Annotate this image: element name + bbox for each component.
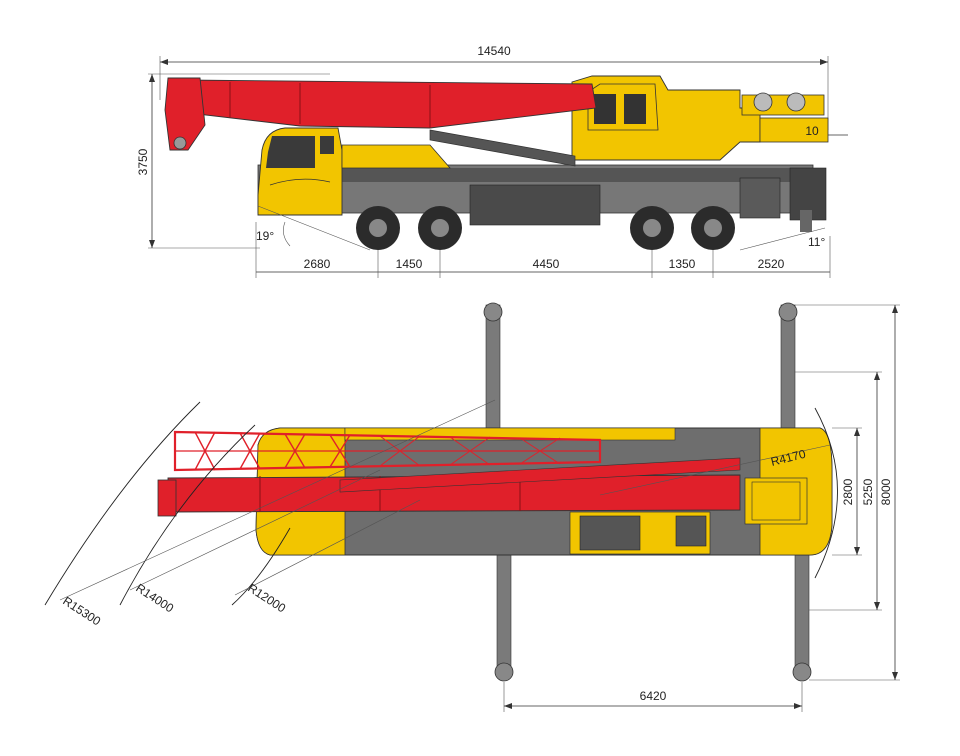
winch-top [744, 477, 808, 525]
cab-window [266, 136, 315, 168]
radius-arc-14000 [119, 424, 256, 606]
outrigger-pad-icon [792, 662, 812, 682]
segment-label: 1350 [669, 257, 696, 271]
approach-angle-label: 19° [256, 229, 274, 243]
segment-label: 4450 [533, 257, 560, 271]
lattice-jib [173, 430, 602, 472]
telescopic-boom [179, 79, 597, 129]
tail-swing-arc [814, 407, 838, 579]
winch-drum-icon [786, 92, 806, 112]
outrigger-beam [794, 551, 810, 678]
overall-length-label: 14540 [477, 44, 511, 58]
departure-angle-label: 11° [808, 235, 825, 249]
radius-label: R14000 [133, 581, 176, 616]
radius-arc-12000 [231, 527, 291, 606]
fuel-tank [469, 184, 601, 226]
segment-label: 2520 [758, 257, 785, 271]
segment-label: 2680 [304, 257, 331, 271]
radius-label: R12000 [245, 581, 288, 616]
overall-height-label: 3750 [136, 148, 150, 175]
outrigger-beam [496, 551, 512, 678]
departure-angle-line [739, 227, 826, 251]
top-view: R15300 R14000 R12000 R4170 6420 2800 525… [44, 302, 900, 712]
segment-label: 1450 [396, 257, 423, 271]
outrigger-pad-icon [483, 302, 503, 322]
boom-head [164, 77, 206, 151]
outrigger-spread-label: 6420 [640, 689, 667, 703]
outrigger-beam [485, 304, 501, 436]
counterweight [759, 117, 829, 143]
winch-drum-icon [753, 92, 773, 112]
width-label: 5250 [861, 478, 875, 505]
boom-head-top [157, 479, 177, 517]
width-label: 2800 [841, 478, 855, 505]
side-view: 14540 3750 10 [136, 44, 848, 278]
operator-window [594, 94, 616, 124]
outrigger-pad-icon [494, 662, 514, 682]
radius-label: R15300 [60, 594, 103, 629]
counterweight-label: 10 [805, 124, 819, 138]
outrigger-pad-icon [778, 302, 798, 322]
sheave-icon [173, 136, 187, 150]
approach-angle-line [257, 205, 371, 251]
outrigger-beam [780, 304, 796, 436]
luffing-cylinder [429, 129, 576, 167]
width-label: 8000 [879, 478, 893, 505]
radius-arc-15300 [44, 401, 201, 606]
wheels [356, 206, 735, 250]
